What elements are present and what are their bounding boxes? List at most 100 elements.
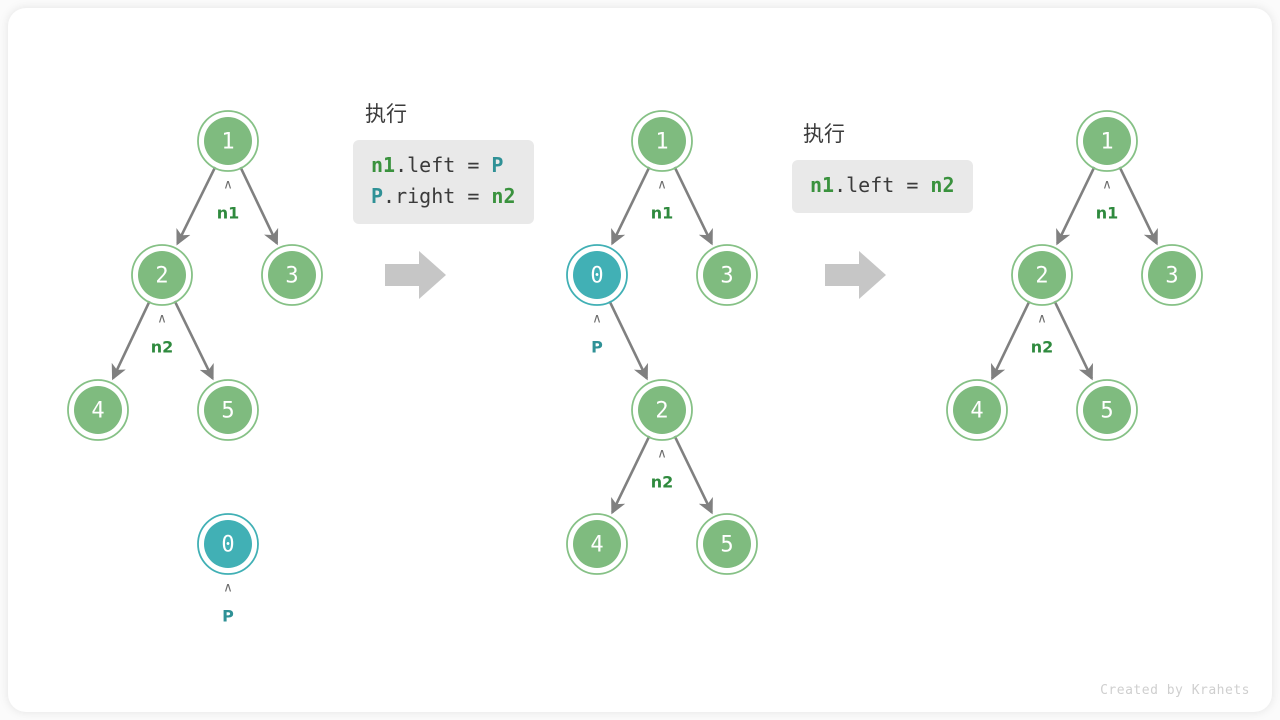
code-step2-line-2: P.right = n2: [371, 181, 516, 212]
tree-edge: [239, 166, 279, 246]
big-arrow-2: [825, 251, 886, 299]
tree-node-1[interactable]: 1: [1076, 110, 1138, 172]
tree-edge: [673, 435, 713, 515]
node-value-label: 0: [590, 264, 603, 289]
pointer-label-n2: ∧ n2: [1031, 312, 1054, 357]
pointer-label-n2: ∧ n2: [651, 447, 674, 492]
node-disc: [268, 251, 316, 299]
code-step2-line-1: n1.left = P: [371, 150, 516, 181]
tree-node-1[interactable]: 1: [631, 110, 693, 172]
node-outer-ring: [131, 244, 193, 306]
tree-node-4[interactable]: 4: [946, 379, 1008, 441]
tree-node-4[interactable]: 4: [67, 379, 129, 441]
tree-node-4[interactable]: 4: [566, 513, 628, 575]
code-block-step3: n1.left = n2: [792, 160, 973, 213]
pointer-caret-icon: ∧: [657, 178, 667, 193]
pointer-caret-icon: ∧: [1037, 312, 1047, 327]
node-outer-ring: [197, 513, 259, 575]
pointer-label-text: n2: [1031, 338, 1054, 357]
pointer-label-n1: ∧ n1: [1096, 178, 1119, 223]
node-outer-ring: [1011, 244, 1073, 306]
pointer-label-n1: ∧ n1: [651, 178, 674, 223]
pointer-caret-icon: ∧: [223, 178, 233, 193]
pointer-label-text: P: [222, 607, 234, 626]
node-outer-ring: [696, 513, 758, 575]
pointer-caret-icon: ∧: [657, 447, 667, 462]
code-step2-token: .right =: [383, 184, 492, 208]
code-step2-token: n2: [491, 184, 516, 208]
pointer-caret-icon: ∧: [157, 312, 167, 327]
tree-edge: [173, 300, 214, 381]
pointer-label-text: n2: [651, 473, 674, 492]
pointer-caret-icon: ∧: [1102, 178, 1112, 193]
tree-node-2[interactable]: 2: [631, 379, 693, 441]
tree-node-5[interactable]: 5: [1076, 379, 1138, 441]
pointer-label-n1: ∧n1: [217, 178, 240, 223]
tree-node-2[interactable]: 2: [131, 244, 193, 306]
pointer-label-P: ∧P: [222, 581, 234, 626]
pointer-label-text: P: [591, 338, 603, 357]
node-value-label: 2: [1035, 264, 1048, 289]
pointer-label-n2: ∧n2: [151, 312, 174, 357]
node-value-label: 4: [590, 533, 603, 558]
tree-edge: [991, 300, 1031, 381]
tree-node-0[interactable]: 0: [566, 244, 628, 306]
tree-node-5[interactable]: 5: [696, 513, 758, 575]
node-value-label: 3: [285, 264, 298, 289]
pointer-label-text: n1: [1096, 204, 1119, 223]
node-value-label: 3: [1165, 264, 1178, 289]
node-disc: [573, 251, 621, 299]
pointer-label-text: n1: [651, 204, 674, 223]
node-outer-ring: [261, 244, 323, 306]
node-outer-ring: [197, 379, 259, 441]
node-value-label: 4: [970, 399, 983, 424]
tree-edge: [608, 300, 648, 381]
node-disc: [953, 386, 1001, 434]
node-value-label: 1: [1100, 130, 1113, 155]
node-value-label: 2: [155, 264, 168, 289]
node-value-label: 0: [221, 533, 234, 558]
node-outer-ring: [696, 244, 758, 306]
tree-node-3[interactable]: 3: [261, 244, 323, 306]
tree-edge: [1118, 166, 1158, 246]
node-outer-ring: [566, 513, 628, 575]
tree-node-3[interactable]: 3: [696, 244, 758, 306]
node-outer-ring: [946, 379, 1008, 441]
step-arrows-layer: [385, 251, 886, 299]
tree-node-2[interactable]: 2: [1011, 244, 1073, 306]
tree-node-3[interactable]: 3: [1141, 244, 1203, 306]
tree-edge: [1056, 166, 1096, 246]
tree-edge: [611, 166, 651, 246]
tree-node-1[interactable]: 1: [197, 110, 259, 172]
node-outer-ring: [631, 379, 693, 441]
exec-label-step2: 执行: [365, 102, 407, 126]
node-disc: [204, 117, 252, 165]
node-outer-ring: [1141, 244, 1203, 306]
node-disc: [138, 251, 186, 299]
code-step2-token: n1: [371, 153, 396, 177]
node-outer-ring: [566, 244, 628, 306]
code-step3-token: n2: [930, 173, 955, 197]
node-disc: [1083, 117, 1131, 165]
node-value-label: 1: [655, 130, 668, 155]
node-disc: [204, 520, 252, 568]
node-disc: [638, 117, 686, 165]
node-disc: [74, 386, 122, 434]
tree-node-5[interactable]: 5: [197, 379, 259, 441]
node-value-label: 5: [221, 399, 234, 424]
node-outer-ring: [197, 110, 259, 172]
big-arrow-1: [385, 251, 446, 299]
node-value-label: 1: [221, 130, 234, 155]
credit-text: Created by Krahets: [1100, 683, 1250, 698]
code-step2-token: P: [491, 153, 504, 177]
edges-layer: [111, 166, 1158, 515]
tree-edge: [611, 435, 651, 515]
tree-node-0[interactable]: 0: [197, 513, 259, 575]
node-outer-ring: [1076, 379, 1138, 441]
node-outer-ring: [1076, 110, 1138, 172]
code-step3-line-1: n1.left = n2: [810, 170, 955, 201]
